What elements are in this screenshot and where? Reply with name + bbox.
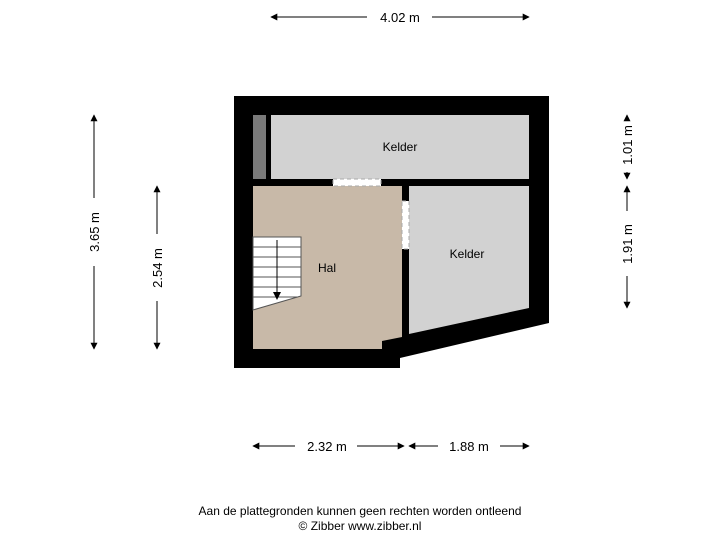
dimension-label-left-outer: 3.65 m bbox=[87, 212, 102, 252]
dimension-right-lower: 1.91 m bbox=[620, 185, 635, 309]
staircase bbox=[252, 236, 302, 311]
storage-strip bbox=[253, 115, 266, 179]
room-hal bbox=[253, 186, 402, 349]
dimension-label-bottom-right: 1.88 m bbox=[449, 439, 489, 454]
dimension-label-right-upper: 1.01 m bbox=[620, 125, 635, 165]
dimension-right-upper: 1.01 m bbox=[620, 114, 635, 180]
dimension-label-left-inner: 2.54 m bbox=[150, 248, 165, 288]
room-label-hal: Hal bbox=[318, 261, 336, 275]
dimension-label-bottom-left: 2.32 m bbox=[307, 439, 347, 454]
dimension-label-top: 4.02 m bbox=[380, 10, 420, 25]
door-right bbox=[401, 200, 410, 250]
footer-disclaimer: Aan de plattegronden kunnen geen rechten… bbox=[198, 504, 522, 518]
dimension-left-inner: 2.54 m bbox=[150, 185, 165, 350]
room-label-kelder-top: Kelder bbox=[383, 140, 418, 154]
room-kelder-top bbox=[271, 115, 529, 179]
dimension-left-outer: 3.65 m bbox=[87, 114, 102, 350]
room-label-kelder-right: Kelder bbox=[450, 247, 485, 261]
room-kelder-right bbox=[409, 186, 529, 334]
dimension-top: 4.02 m bbox=[270, 10, 530, 25]
dimension-bottom: 2.32 m 1.88 m bbox=[252, 439, 530, 454]
dimension-label-right-lower: 1.91 m bbox=[620, 224, 635, 264]
footer-copyright: © Zibber www.zibber.nl bbox=[298, 519, 422, 533]
door-top bbox=[332, 178, 382, 187]
